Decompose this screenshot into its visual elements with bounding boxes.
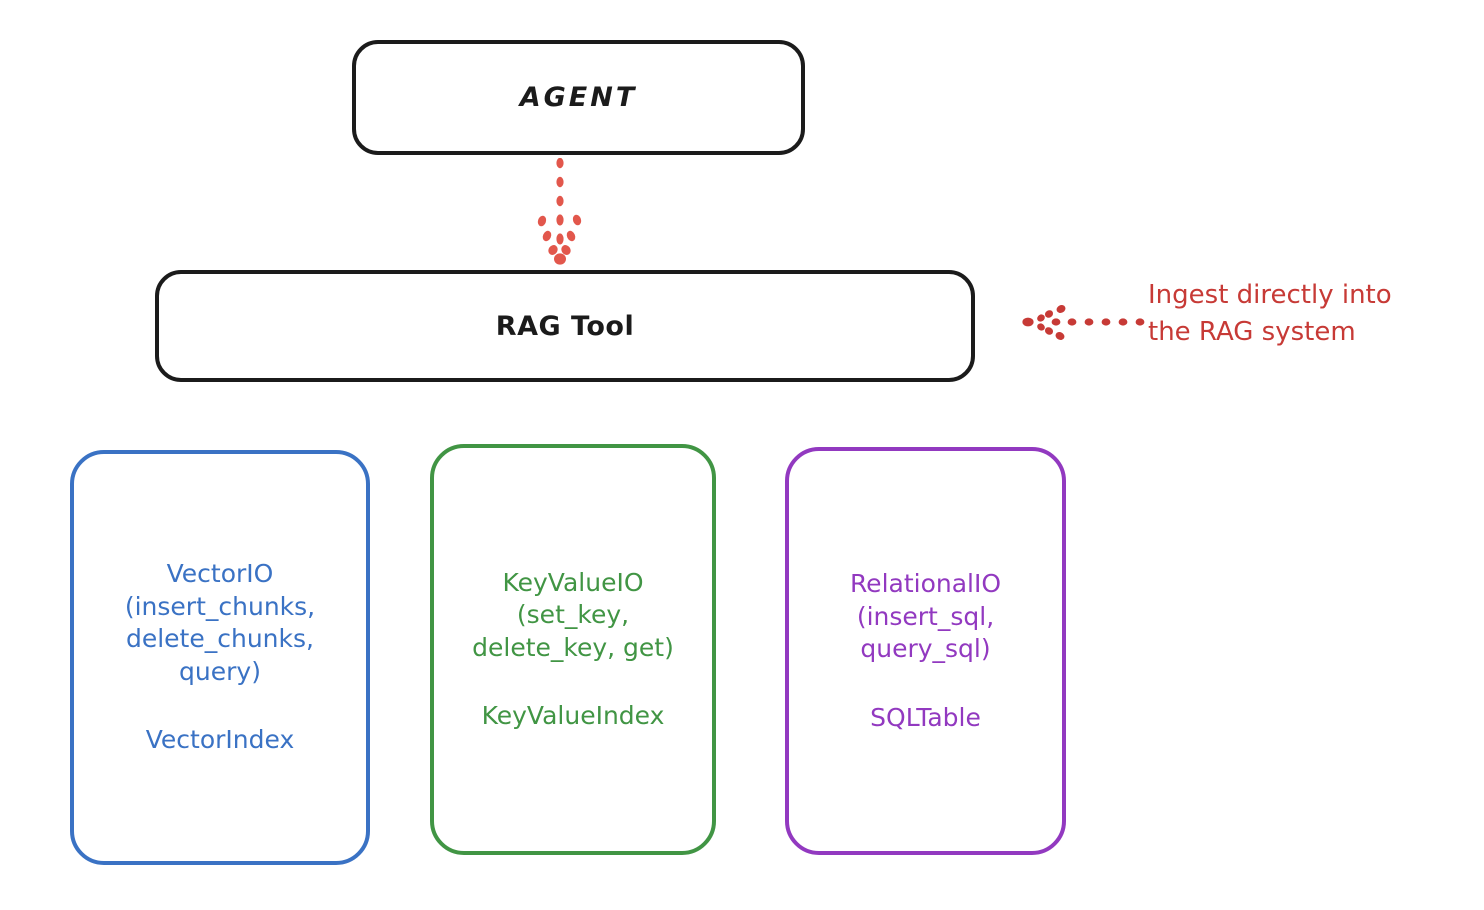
node-relational-io-title: RelationalIO (insert_sql, query_sql) <box>849 569 1002 663</box>
annotation-ingest-directly-into-rag-system: Ingest directly into the RAG system <box>1148 280 1392 347</box>
node-key-value-io[interactable]: KeyValueIO (set_key, delete_key, get) Ke… <box>430 444 716 855</box>
node-rag-tool-label: RAG Tool <box>495 310 635 342</box>
node-relational-io-subtitle: SQLTable <box>870 702 981 732</box>
node-relational-io[interactable]: RelationalIO (insert_sql, query_sql) SQL… <box>785 447 1066 855</box>
node-vector-io[interactable]: VectorIO (insert_chunks, delete_chunks, … <box>70 450 370 865</box>
node-agent[interactable]: AGENT <box>352 40 805 155</box>
edge-agent-to-rag-tool-arrow <box>537 158 582 265</box>
node-key-value-io-title: KeyValueIO (set_key, delete_key, get) <box>472 567 674 662</box>
node-vector-io-title: VectorIO (insert_chunks, delete_chunks, … <box>124 559 316 686</box>
node-vector-io-subtitle: VectorIndex <box>145 725 295 755</box>
node-rag-tool[interactable]: RAG Tool <box>155 270 975 382</box>
node-agent-label: AGENT <box>519 82 638 113</box>
edge-ingest-arrow <box>1022 305 1145 340</box>
node-key-value-io-subtitle: KeyValueIndex <box>481 701 665 730</box>
